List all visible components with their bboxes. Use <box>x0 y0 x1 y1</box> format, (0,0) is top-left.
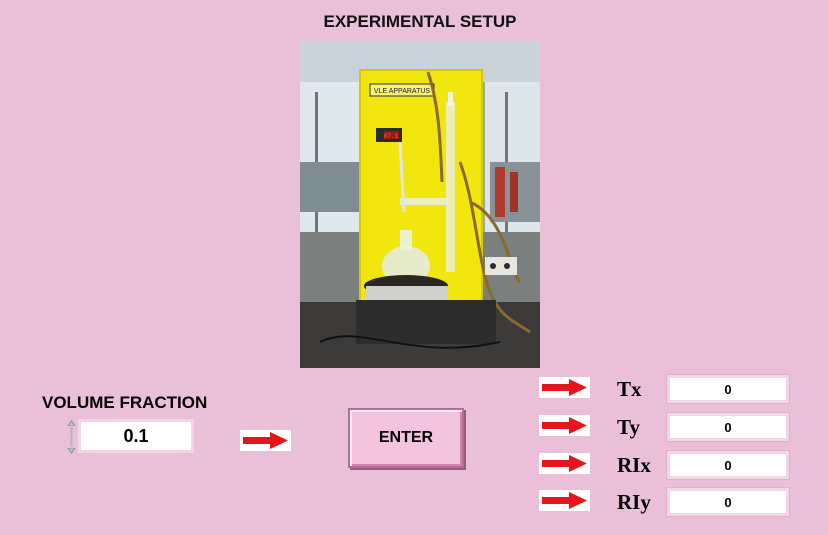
volume-fraction-stepper[interactable] <box>66 418 77 456</box>
volume-fraction-label: VOLUME FRACTION <box>42 393 208 412</box>
right-arrow-icon <box>542 379 587 396</box>
setup-illustration: VLE APPARATUS 87.1 <box>300 42 540 368</box>
output-value-rix: 0 <box>666 450 790 480</box>
meter-reading: 87.1 <box>384 133 399 140</box>
page-title: EXPERIMENTAL SETUP <box>323 12 517 31</box>
device-label: VLE APPARATUS <box>374 88 430 95</box>
output-arrow-ty <box>539 415 590 436</box>
right-arrow-icon <box>243 432 288 449</box>
output-value-ty: 0 <box>666 412 790 442</box>
right-arrow-icon <box>542 492 587 509</box>
input-arrow <box>240 430 291 451</box>
output-label-ty: Ty <box>617 415 640 439</box>
output-arrow-tx <box>539 377 590 398</box>
output-label-riy: RIy <box>617 490 651 514</box>
output-arrow-riy <box>539 490 590 511</box>
decrement-arrow-icon[interactable] <box>67 448 76 454</box>
output-value-riy: 0 <box>666 487 790 517</box>
output-label-rix: RIx <box>617 453 651 477</box>
output-value-tx: 0 <box>666 374 790 404</box>
increment-arrow-icon[interactable] <box>67 420 76 426</box>
experimental-setup-photo: VLE APPARATUS 87.1 <box>300 42 540 368</box>
volume-fraction-input[interactable]: 0.1 <box>78 419 194 453</box>
right-arrow-icon <box>542 417 587 434</box>
output-arrow-rix <box>539 453 590 474</box>
output-label-tx: Tx <box>617 377 642 401</box>
right-arrow-icon <box>542 455 587 472</box>
enter-button[interactable]: ENTER <box>348 408 464 468</box>
